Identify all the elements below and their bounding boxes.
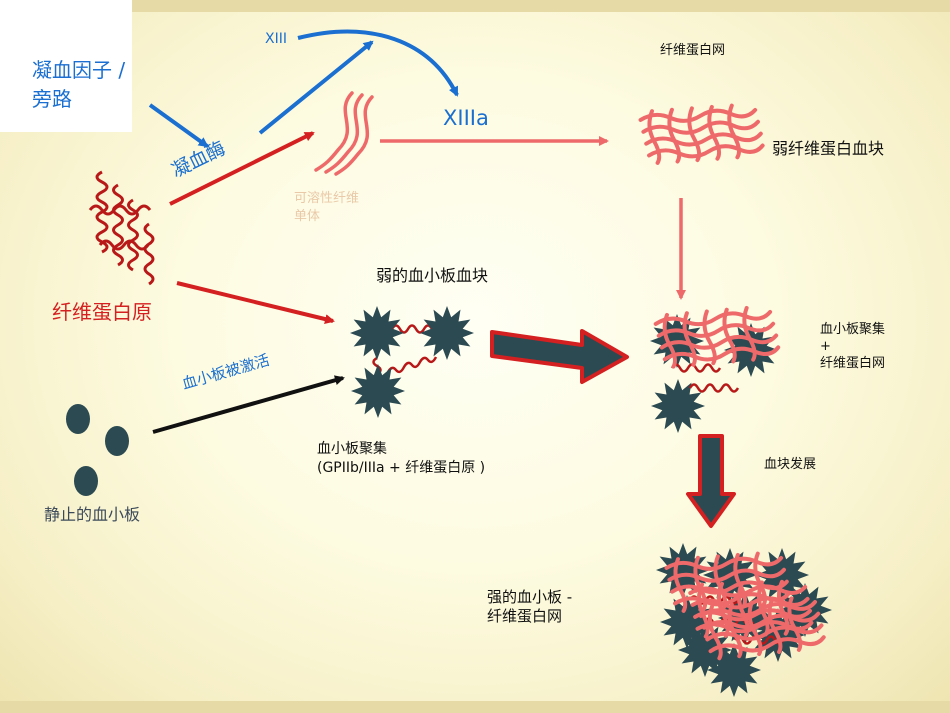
strong-clot: [656, 543, 832, 697]
weak-platelet-clot: [350, 306, 474, 418]
resting-platelets-label: 静止的血小板: [44, 505, 141, 524]
strong-clot-label: 强的血小板 - 纤维蛋白网: [487, 588, 573, 625]
fibrinogen-coil-icon: [88, 170, 155, 286]
bottom-band: [0, 701, 950, 713]
aggregation-fibrin-label: 血小板聚集 + 纤维蛋白网: [820, 322, 886, 371]
weak-fibrin-clot-label: 弱纤维蛋白血块: [772, 139, 885, 158]
pathway-box: [0, 0, 132, 132]
fibrinogen-label: 纤维蛋白原: [52, 300, 152, 324]
fibrin-monomer-icon: [314, 91, 374, 176]
platelet-icon: [420, 306, 474, 360]
aggregated-clot: [650, 303, 782, 433]
soluble-monomer-label: 可溶性纤维 单体: [294, 191, 360, 224]
block-arrow-icon: [686, 434, 736, 528]
platelet-aggregation-label: 血小板聚集 (GPIIb/IIIa + 纤维蛋白原 ): [317, 441, 486, 476]
fibrin-mesh-icon: [638, 101, 766, 166]
xiiia-label: XIIIa: [443, 106, 489, 130]
pathway-label: 凝血因子 / 旁路: [32, 58, 126, 111]
fibrin-net-title: 纤维蛋白网: [660, 43, 726, 58]
top-band: [0, 0, 950, 12]
resting-platelet-icon: [66, 404, 129, 496]
xiii-label: XIII: [265, 31, 287, 47]
platelet-icon: [350, 306, 404, 360]
clot-development-label: 血块发展: [764, 457, 817, 472]
block-arrow-icon: [490, 329, 629, 384]
weak-platelet-clot-label: 弱的血小板血块: [376, 266, 489, 285]
